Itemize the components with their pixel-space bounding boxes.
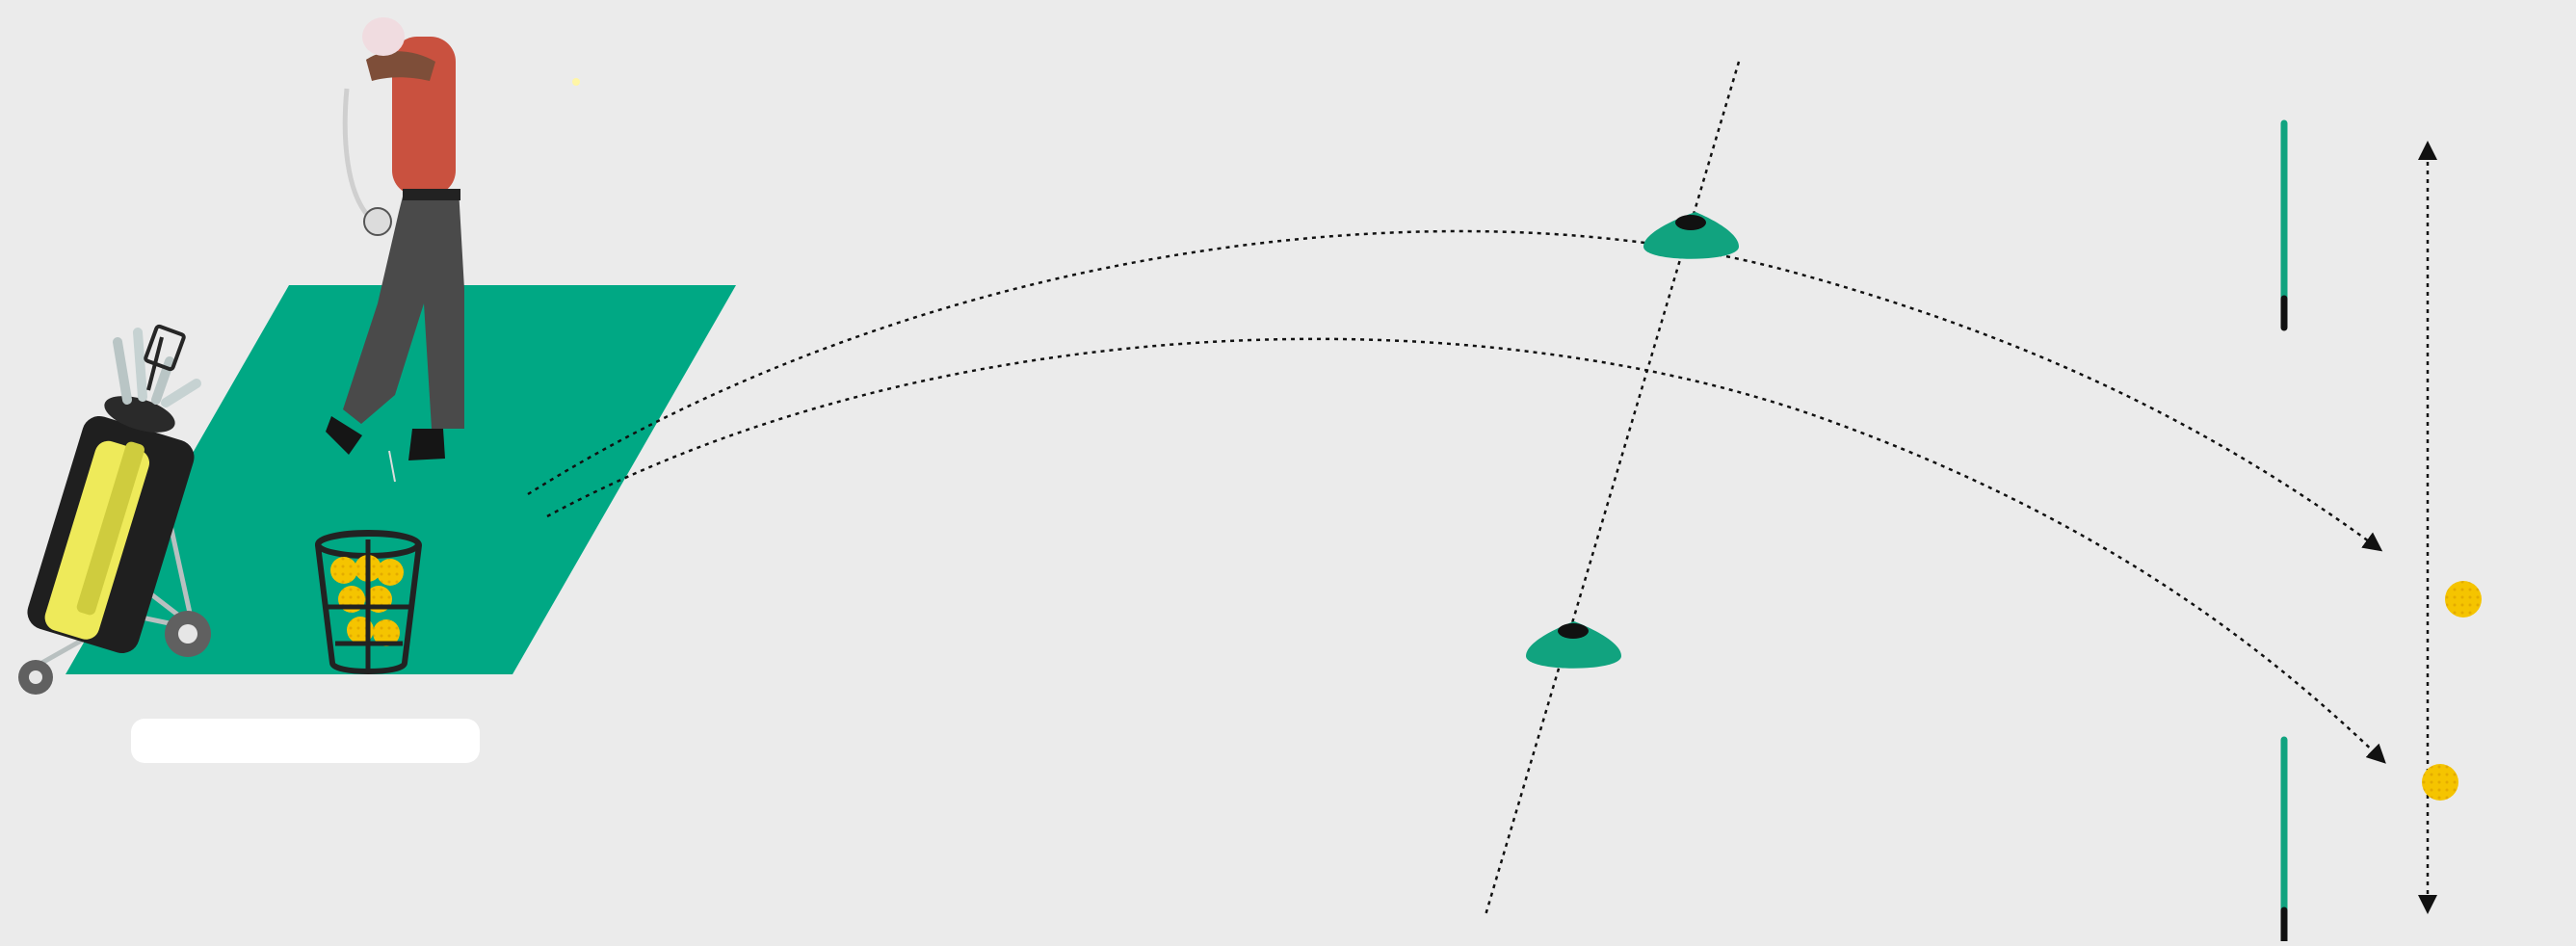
golf-ball-icon [2445,581,2482,618]
alignment-line [1484,61,1741,916]
hitting-mat [66,285,736,674]
caption-box [131,719,480,763]
shot-trajectory-lower [546,337,2386,764]
training-cone-icon [1643,212,1739,259]
training-cone-icon [1526,621,1621,669]
golfer-icon [326,17,580,483]
golf-ball-icon [2422,764,2458,801]
golf-bag-icon [18,324,211,695]
ball-basket-icon [314,530,423,674]
shot-trajectory-upper [527,229,2383,552]
